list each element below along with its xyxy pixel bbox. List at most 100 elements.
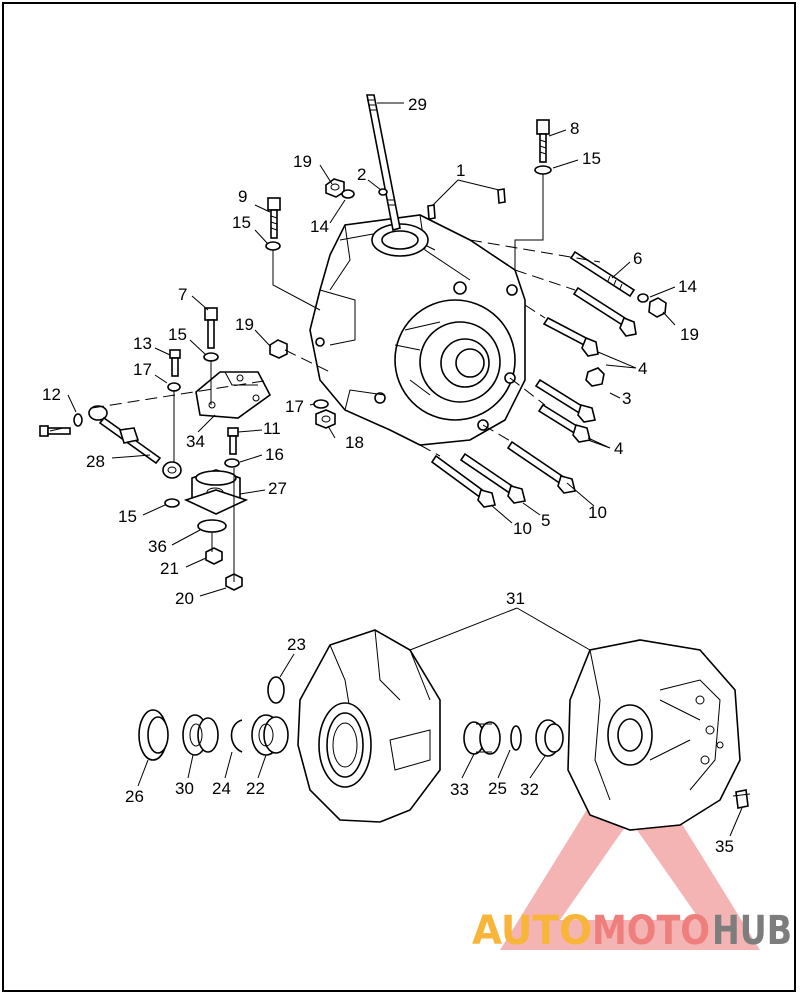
callout-1: 1 xyxy=(456,161,465,180)
bolts-4-lower xyxy=(534,378,596,443)
dowel-pins-1 xyxy=(427,188,506,220)
nut-19-right xyxy=(648,297,667,318)
callout-7: 7 xyxy=(178,285,187,304)
callout-4: 4 xyxy=(638,359,647,378)
plug-3 xyxy=(585,367,605,387)
washer-17-mid xyxy=(313,399,329,409)
nut-21 xyxy=(205,547,223,565)
seal-32 xyxy=(535,719,564,757)
bearing-33 xyxy=(463,721,501,755)
crankcase-half xyxy=(309,214,526,446)
callout-17: 17 xyxy=(133,360,152,379)
callout-15: 15 xyxy=(118,507,137,526)
watermark-text-hub: HUB xyxy=(712,908,792,954)
bearing-26 xyxy=(138,709,169,761)
callout-2: 2 xyxy=(357,165,366,184)
callout-19: 19 xyxy=(680,325,699,344)
callout-9: 9 xyxy=(238,187,247,206)
callout-32: 32 xyxy=(520,780,539,799)
callout-24: 24 xyxy=(212,779,231,798)
callout-21: 21 xyxy=(160,559,179,578)
label-leader-lines xyxy=(49,102,743,837)
fitting-35 xyxy=(732,789,751,809)
callout-10: 10 xyxy=(513,519,532,538)
washer-36 xyxy=(197,519,227,533)
callout-4: 4 xyxy=(614,439,623,458)
pin-2 xyxy=(378,188,388,196)
callout-31: 31 xyxy=(506,589,525,608)
callout-13: 13 xyxy=(133,334,152,353)
bushing-30 xyxy=(182,714,219,756)
callout-26: 26 xyxy=(125,787,144,806)
callout-19: 19 xyxy=(235,315,254,334)
nut-19-left xyxy=(269,339,288,359)
callout-36: 36 xyxy=(148,537,167,556)
cover-31-left xyxy=(297,629,441,823)
mount-27 xyxy=(183,469,249,515)
clip-24 xyxy=(230,719,243,753)
callout-8: 8 xyxy=(570,119,579,138)
cover-31-right xyxy=(567,639,741,831)
bracket-34 xyxy=(195,371,272,419)
callout-27: 27 xyxy=(268,479,287,498)
callout-33: 33 xyxy=(450,780,469,799)
callout-14: 14 xyxy=(678,277,697,296)
callout-12: 12 xyxy=(42,385,61,404)
washer-15-bracket xyxy=(203,352,219,362)
rod-28 xyxy=(88,405,182,479)
callout-35: 35 xyxy=(715,837,734,856)
callout-30: 30 xyxy=(175,779,194,798)
callout-17: 17 xyxy=(285,397,304,416)
bolt-8 xyxy=(536,119,550,163)
nut-18 xyxy=(315,409,336,429)
bolt-11 xyxy=(227,427,239,455)
bolt-6 xyxy=(569,250,636,298)
callout-14: 14 xyxy=(310,217,329,236)
washer-17-left xyxy=(73,413,83,427)
ring-23 xyxy=(267,676,285,704)
callout-23: 23 xyxy=(287,635,306,654)
callout-28: 28 xyxy=(86,452,105,471)
washer-15-top xyxy=(534,165,552,175)
callout-25: 25 xyxy=(488,779,507,798)
callout-5: 5 xyxy=(541,511,550,530)
bolt-7 xyxy=(204,307,218,349)
callout-11: 11 xyxy=(263,419,281,438)
callout-10: 10 xyxy=(588,503,607,522)
dashed-alignment-lines xyxy=(91,174,601,582)
watermark-triangle-icon xyxy=(500,740,760,950)
washer-14-top xyxy=(341,189,355,199)
bolt-4-upper xyxy=(542,286,637,357)
stud-29 xyxy=(366,94,401,232)
callout-34: 34 xyxy=(186,432,205,451)
washer-14-right xyxy=(637,293,649,303)
bolt-9 xyxy=(267,197,281,239)
bolts-10-5 xyxy=(430,440,576,508)
callout-19: 19 xyxy=(293,152,312,171)
watermark-text-auto: AUTO xyxy=(472,908,592,954)
callout-18: 18 xyxy=(345,433,364,452)
callout-3: 3 xyxy=(622,389,631,408)
callout-16: 16 xyxy=(265,445,284,464)
bolt-12 xyxy=(39,425,71,437)
bolt-13 xyxy=(169,349,181,377)
callout-15: 15 xyxy=(168,325,187,344)
callout-15: 15 xyxy=(232,213,251,232)
callout-6: 6 xyxy=(633,249,642,268)
callout-labels: 29 8 15 19 2 1 9 14 15 6 14 19 7 15 19 4… xyxy=(42,95,734,856)
washer-15-lower xyxy=(164,498,180,508)
bearing-22 xyxy=(251,714,289,756)
callout-22: 22 xyxy=(246,779,265,798)
washer-16 xyxy=(224,458,240,468)
callout-20: 20 xyxy=(175,589,194,608)
ring-25 xyxy=(510,725,522,751)
watermark-text-moto: MOTO xyxy=(592,908,710,954)
callout-15: 15 xyxy=(582,149,601,168)
washer-15-left xyxy=(265,241,281,251)
callout-29: 29 xyxy=(408,95,427,114)
watermark-wordmark: AUTO MOTO HUB xyxy=(472,908,792,954)
washer-17-upper xyxy=(167,382,181,392)
watermark-logo xyxy=(500,740,760,950)
